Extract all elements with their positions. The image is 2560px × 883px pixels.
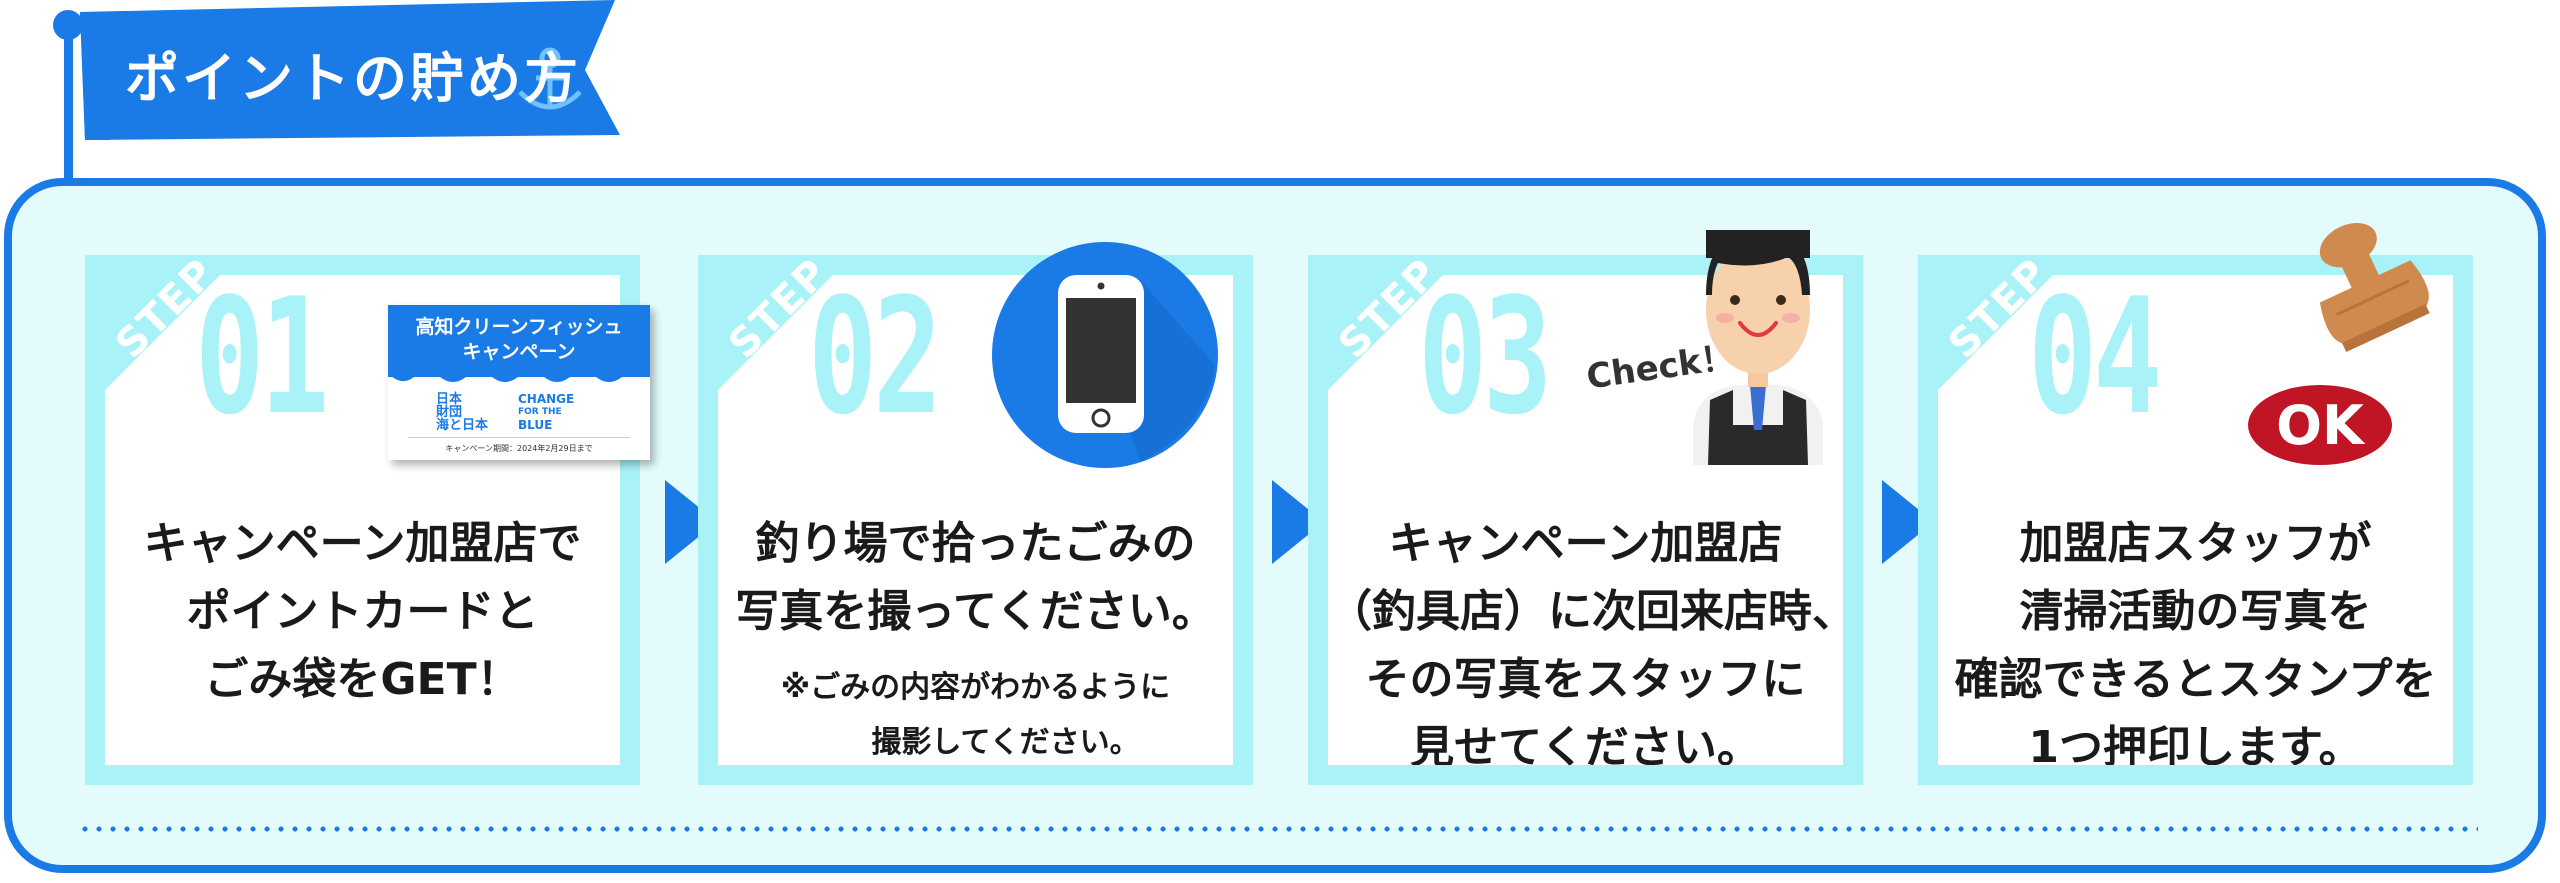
staff-person-icon bbox=[1693, 230, 1823, 465]
step-card-3: キャンペーン加盟店 （釣具店）に次回来店時、 その写真をスタッフに 見せてくださ… bbox=[1308, 250, 1863, 785]
step-number: 03 bbox=[1418, 263, 1552, 450]
stamp-icon bbox=[2319, 223, 2430, 353]
step-number: 04 bbox=[2028, 263, 2162, 450]
point-card-title: 高知クリーンフィッシュ キャンペーン bbox=[388, 305, 650, 377]
dotted-divider bbox=[78, 826, 2478, 832]
step-1-description: キャンペーン加盟店で ポイントカードと ごみ袋をGET！ bbox=[143, 518, 582, 705]
step-card-body: 加盟店スタッフが 清掃活動の写真を 確認できるとスタンプを 1つ押印します。 bbox=[1938, 275, 2453, 765]
change-for-the-blue-logo: CHANGE FOR THE BLUE bbox=[518, 392, 575, 432]
point-card-illustration: 高知クリーンフィッシュ キャンペーン 日本 財団 海と日本 CHANGE FOR… bbox=[388, 305, 650, 460]
step-number: 02 bbox=[808, 263, 942, 450]
header-flag: ポイントの貯め方 bbox=[80, 0, 640, 150]
nippon-foundation-logo: 日本 財団 海と日本 bbox=[436, 392, 489, 433]
step-4-description: 加盟店スタッフが 清掃活動の写真を 確認できるとスタンプを 1つ押印します。 bbox=[1954, 518, 2437, 773]
step-3-description: キャンペーン加盟店 （釣具店）に次回来店時、 その写真をスタッフに 見せてくださ… bbox=[1328, 518, 1856, 773]
flag-banner-icon bbox=[80, 0, 620, 140]
step-number: 01 bbox=[195, 263, 329, 450]
wave-icon bbox=[388, 373, 650, 382]
stamp-ok-label: OK bbox=[2276, 394, 2366, 457]
step-2-description: 釣り場で拾ったごみの 写真を撮ってください。 bbox=[735, 518, 1216, 637]
step-card-4: 加盟店スタッフが 清掃活動の写真を 確認できるとスタンプを 1つ押印します。 S… bbox=[1918, 250, 2473, 785]
ok-stamp-mark: OK bbox=[2248, 385, 2392, 465]
page-title: ポイントの貯め方 bbox=[125, 47, 581, 110]
campaign-period: キャンペーン期間：2024年2月29日まで bbox=[408, 437, 630, 454]
flag-pole bbox=[64, 18, 73, 186]
step-2-note: ※ごみの内容がわかるように 撮影してください。 bbox=[780, 670, 1171, 760]
smartphone-icon bbox=[992, 242, 1218, 468]
